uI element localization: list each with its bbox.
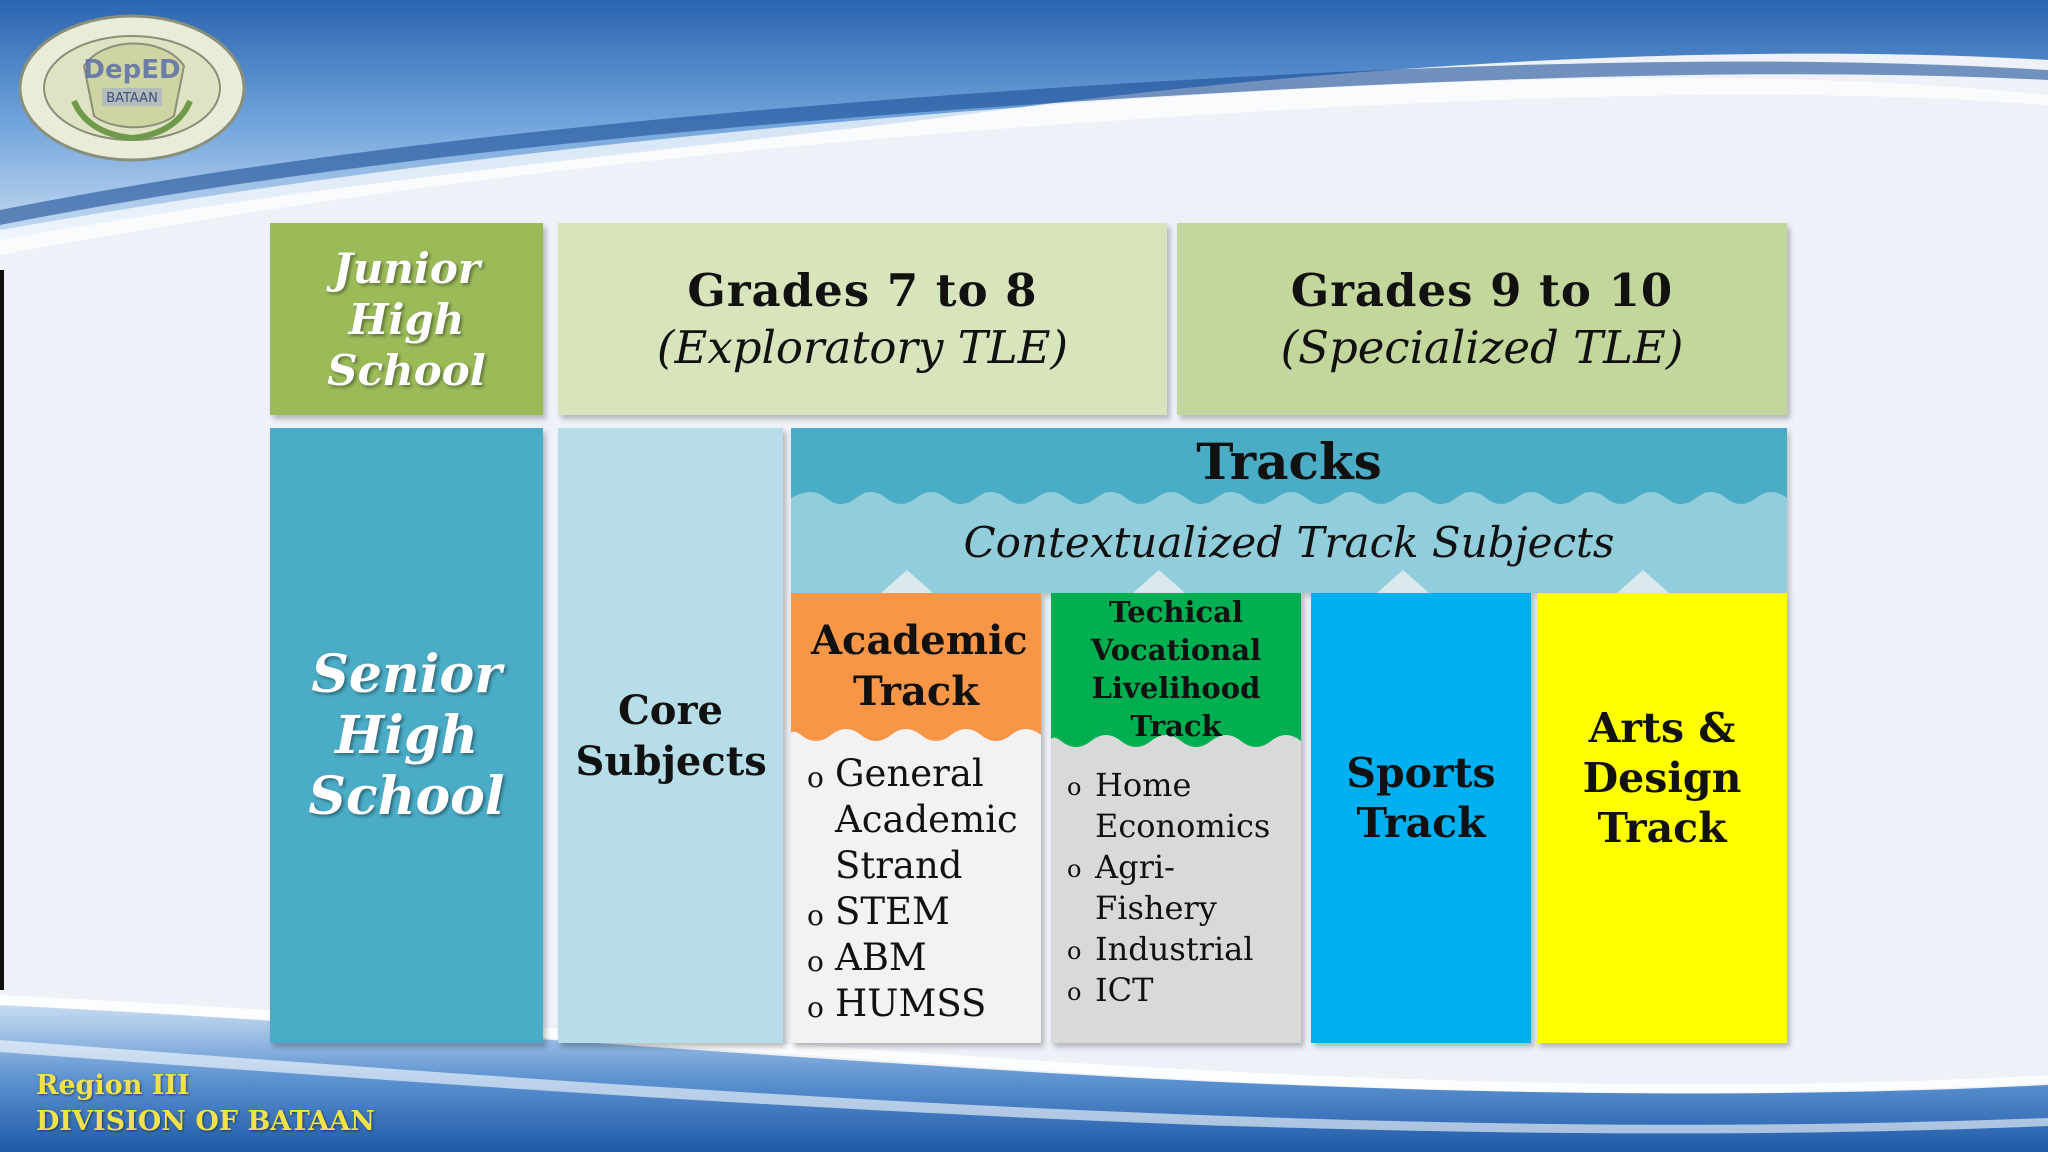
list-item: o STEM bbox=[807, 889, 1037, 935]
list-item: o Home Economics bbox=[1067, 765, 1299, 847]
junior-high-school-label: Junior High School bbox=[270, 223, 543, 415]
grades-7-8-subtitle: (Exploratory TLE) bbox=[656, 321, 1069, 374]
grades-9-to-10-box: Grades 9 to 10 (Specialized TLE) bbox=[1177, 223, 1787, 415]
tracks-banner-shape bbox=[791, 428, 1787, 593]
logo-brand-text: DepED bbox=[83, 55, 180, 85]
list-item: o Agri-Fishery bbox=[1067, 847, 1299, 929]
grades-9-10-title: Grades 9 to 10 bbox=[1290, 264, 1674, 317]
sports-track-column: Sports Track bbox=[1311, 593, 1531, 1043]
arts-design-track-title: Arts & Design Track bbox=[1582, 704, 1742, 852]
arts-track-title-wrap: Arts & Design Track bbox=[1537, 593, 1787, 1043]
grades-7-to-8-box: Grades 7 to 8 (Exploratory TLE) bbox=[558, 223, 1167, 415]
techvoc-track-title: Techical Vocational Livelihood Track bbox=[1090, 595, 1262, 743]
tracks-title: Tracks bbox=[1196, 432, 1382, 491]
bullet-icon: o bbox=[1067, 773, 1082, 801]
techvoc-header-shape bbox=[1051, 593, 1301, 747]
arts-design-track-column: Arts & Design Track bbox=[1537, 593, 1787, 1043]
core-subjects-box: Core Subjects bbox=[558, 428, 783, 1043]
core-subjects-text: Core Subjects bbox=[575, 686, 767, 785]
list-item: o Industrial bbox=[1067, 929, 1299, 970]
bullet-icon: o bbox=[807, 991, 824, 1024]
tracks-banner: Tracks Contextualized Track Subjects bbox=[791, 428, 1787, 593]
senior-high-school-label: Senior High School bbox=[270, 428, 543, 1043]
academic-item-4: HUMSS bbox=[835, 982, 987, 1025]
techvoc-item-2: Agri-Fishery bbox=[1095, 848, 1217, 927]
sports-track-title: Sports Track bbox=[1346, 749, 1496, 847]
academic-item-2: STEM bbox=[835, 890, 950, 933]
contextualized-track-subjects: Contextualized Track Subjects bbox=[963, 518, 1615, 567]
logo-division-text: BATAAN bbox=[106, 91, 158, 106]
techvoc-track-column: Techical Vocational Livelihood Track o Ho… bbox=[1051, 593, 1301, 1043]
list-item: o General Academic Strand bbox=[807, 751, 1037, 889]
grades-9-10-subtitle: (Specialized TLE) bbox=[1280, 321, 1684, 374]
academic-track-title: Academic Track bbox=[811, 617, 1028, 715]
sports-track-title-wrap: Sports Track bbox=[1311, 593, 1531, 1043]
bullet-icon: o bbox=[1067, 978, 1082, 1006]
list-item: o ABM bbox=[807, 935, 1037, 981]
techvoc-item-4: ICT bbox=[1095, 971, 1154, 1009]
senior-high-school-text: Senior High School bbox=[308, 644, 505, 827]
academic-item-3: ABM bbox=[835, 936, 927, 979]
bullet-icon: o bbox=[1067, 855, 1082, 883]
bullet-icon: o bbox=[807, 945, 824, 978]
academic-header-shape bbox=[791, 593, 1041, 741]
list-item: o ICT bbox=[1067, 970, 1299, 1011]
footer-region: Region III bbox=[36, 1070, 190, 1101]
academic-item-1: General Academic Strand bbox=[835, 752, 1018, 887]
junior-high-school-text: Junior High School bbox=[327, 243, 486, 395]
bullet-icon: o bbox=[1067, 937, 1082, 965]
deped-seal-logo: DepED BATAAN bbox=[14, 6, 246, 164]
list-item: o HUMSS bbox=[807, 981, 1037, 1027]
techvoc-item-1: Home Economics bbox=[1095, 766, 1271, 845]
grades-7-8-title: Grades 7 to 8 bbox=[687, 264, 1038, 317]
techvoc-item-3: Industrial bbox=[1095, 930, 1254, 968]
bullet-icon: o bbox=[807, 761, 824, 794]
footer-division: DIVISION OF BATAAN bbox=[36, 1106, 375, 1137]
bullet-icon: o bbox=[807, 899, 824, 932]
